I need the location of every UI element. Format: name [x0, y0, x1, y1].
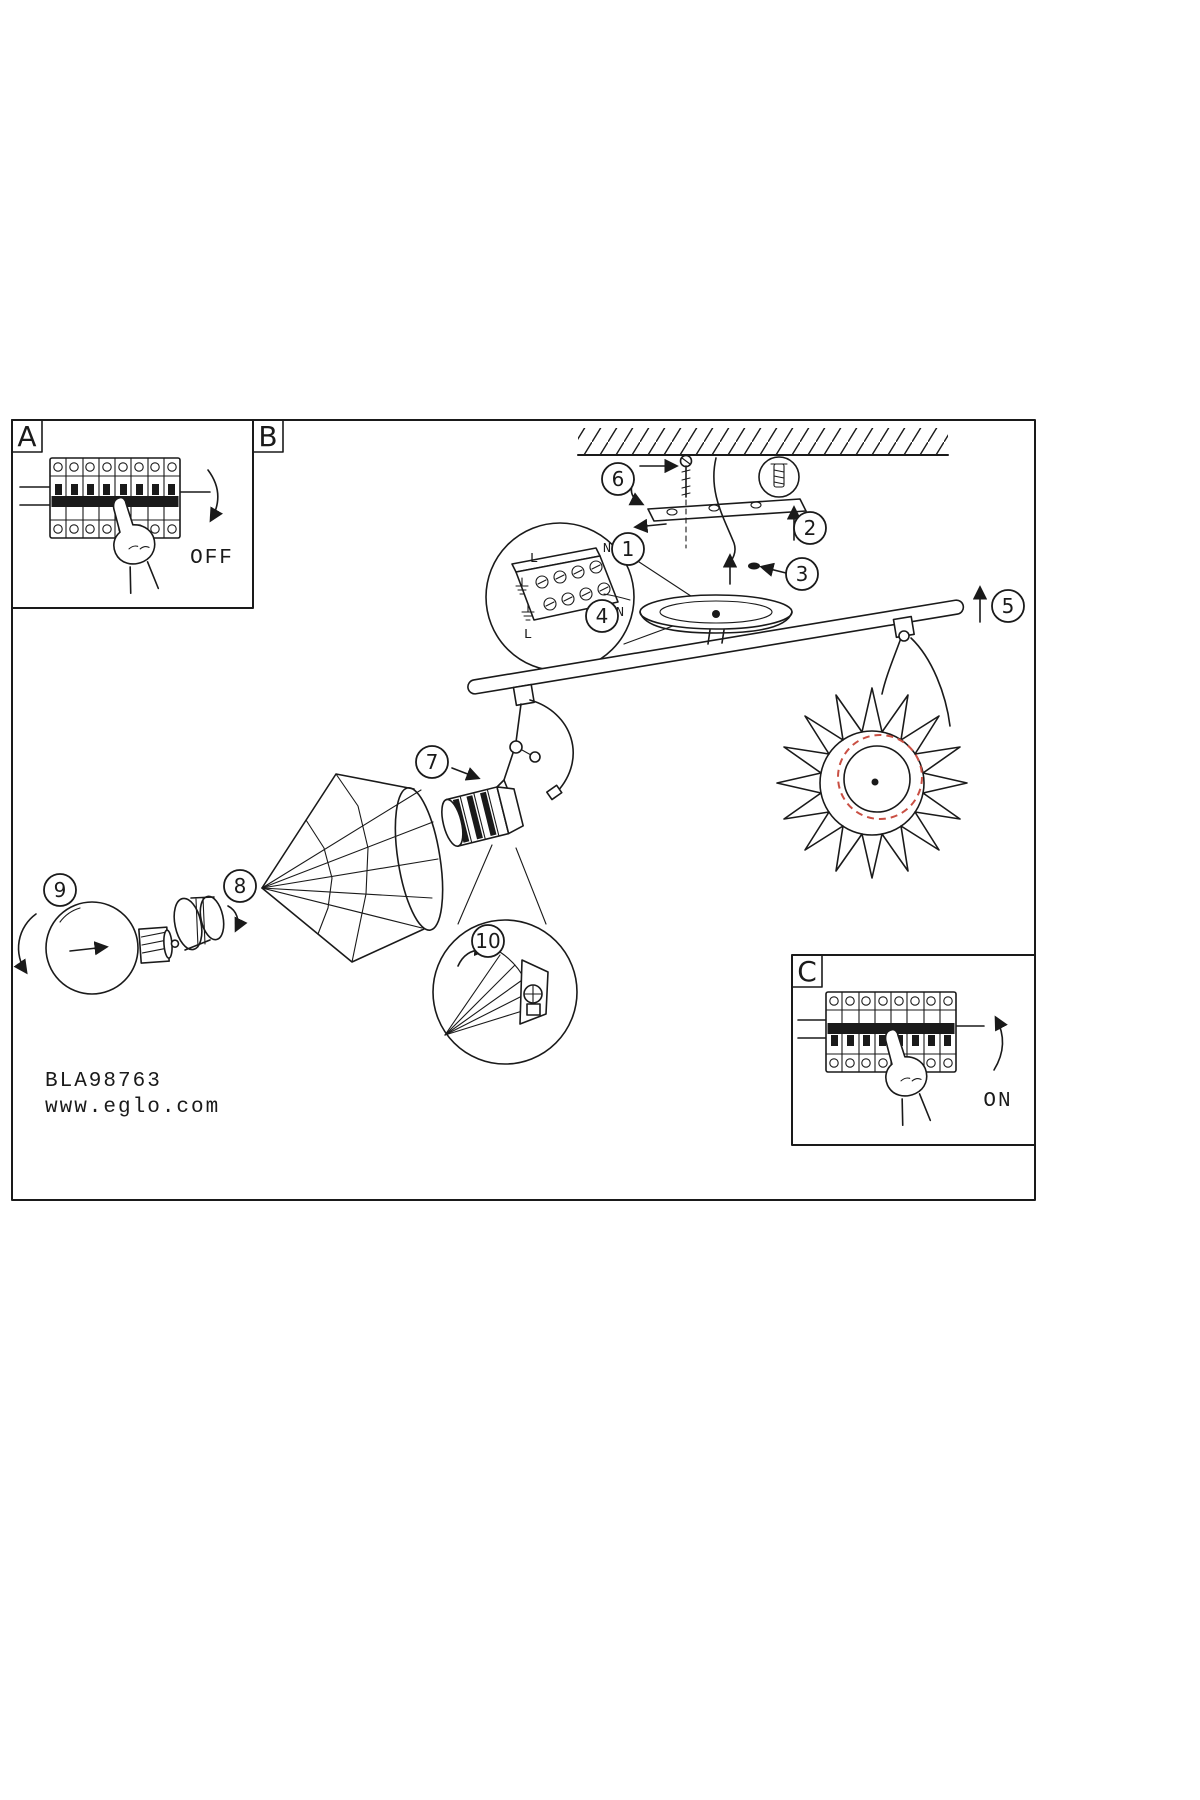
- switch-up-arrow: [993, 1015, 1008, 1071]
- panel-a-label: A: [17, 420, 36, 453]
- mounting-bracket: [647, 498, 807, 522]
- magnifier-leader: [457, 844, 493, 925]
- yoke-arm: [881, 637, 902, 695]
- step-badge-1: 1: [611, 532, 645, 566]
- svg-text:5: 5: [1002, 594, 1015, 618]
- mounting-screw: [679, 454, 693, 549]
- bulb-insert-arrow: [69, 941, 109, 956]
- shade-ring: [819, 730, 925, 836]
- step-badge-4: 4: [585, 599, 619, 633]
- adjust-detail: [432, 844, 578, 1065]
- panel-c: C ON: [791, 954, 1036, 1146]
- panel-b-label: B: [258, 420, 277, 453]
- cable-plug: [545, 784, 563, 801]
- product-code: BLA98763: [45, 1070, 162, 1093]
- left-arrow: [633, 518, 667, 534]
- yoke-pivot: [898, 630, 910, 642]
- panel-c-border: [791, 954, 1036, 1146]
- svg-text:9: 9: [54, 878, 67, 902]
- wall-anchor-detail: [758, 456, 800, 498]
- swivel-joint: [509, 740, 523, 754]
- ground-symbol: [515, 577, 529, 595]
- cable-hole: [748, 562, 760, 570]
- bulb-rotate-arrow: [13, 913, 37, 975]
- holder-plate: [496, 786, 524, 835]
- track-bar: [467, 599, 965, 695]
- terminal-label-l1: L: [530, 551, 538, 567]
- step-badge-3: 3: [785, 557, 819, 591]
- terminal-label-n1: N: [603, 541, 611, 557]
- step-badge-6: 6: [601, 462, 635, 496]
- svg-text:6: 6: [612, 467, 625, 491]
- svg-text:10: 10: [475, 929, 500, 953]
- yoke-arm: [910, 637, 951, 727]
- terminal-wire: [603, 593, 631, 601]
- svg-text:8: 8: [234, 874, 247, 898]
- off-label: OFF: [190, 547, 234, 570]
- ground-symbol: [521, 603, 535, 621]
- step-badge-5: 5: [991, 589, 1025, 623]
- terminal-screws: [535, 560, 611, 611]
- svg-text:7: 7: [426, 750, 439, 774]
- switch-down-arrow: [207, 469, 223, 523]
- panel-a-border: [11, 419, 254, 609]
- panel-c-label: C: [797, 955, 817, 988]
- spot-cable: [529, 699, 574, 793]
- lamp-center-dot: [871, 778, 879, 786]
- bulb-outline-dashed: [837, 734, 923, 820]
- website-url: www.eglo.com: [45, 1096, 220, 1119]
- canopy-center-hole: [712, 610, 720, 618]
- bulb-base: [138, 926, 180, 964]
- hole-arrow: [759, 562, 787, 577]
- ceiling-hatch: [577, 428, 949, 456]
- mounting-bracket-assembly: [628, 454, 807, 585]
- on-label: ON: [983, 1090, 1012, 1113]
- svg-text:4: 4: [596, 604, 609, 628]
- step-badge-9: 9: [43, 873, 77, 907]
- svg-text:3: 3: [796, 562, 809, 586]
- left-spot-arm: [487, 683, 574, 801]
- adjust-knob: [529, 751, 541, 763]
- panel-b-label-box: [252, 419, 284, 453]
- circuit-breaker-off: [50, 458, 180, 538]
- terminal-label-l2: L: [524, 627, 532, 643]
- outer-border: [11, 419, 1036, 1201]
- step-badge-7: 7: [415, 745, 449, 779]
- magnifier-leader: [629, 555, 701, 603]
- right-spot: [776, 615, 968, 879]
- terminal-label-n2: N: [616, 605, 624, 621]
- svg-text:2: 2: [804, 516, 817, 540]
- panel-b: B: [252, 419, 284, 453]
- shade-rim: [394, 787, 444, 931]
- svg-text:1: 1: [622, 537, 635, 561]
- panel-a-label-box: [11, 419, 43, 453]
- panel-c-label-box: [791, 954, 823, 988]
- ring-rotate-arrow: [227, 905, 248, 933]
- bar-clamp: [512, 683, 535, 707]
- step-badge-2: 2: [793, 511, 827, 545]
- step-badge-10: 10: [471, 924, 505, 958]
- lamp-socket: [441, 786, 524, 848]
- panel-a: A OFF: [11, 419, 254, 609]
- socket-ring: [173, 895, 248, 951]
- spot-direction-arrow: [451, 767, 481, 781]
- lamp-face: [843, 745, 911, 813]
- light-bulb: [13, 901, 180, 995]
- cage-shade-left: [261, 773, 444, 963]
- magnifier-leader: [515, 847, 547, 925]
- ceiling-canopy: [639, 594, 793, 645]
- step-badge-8: 8: [223, 869, 257, 903]
